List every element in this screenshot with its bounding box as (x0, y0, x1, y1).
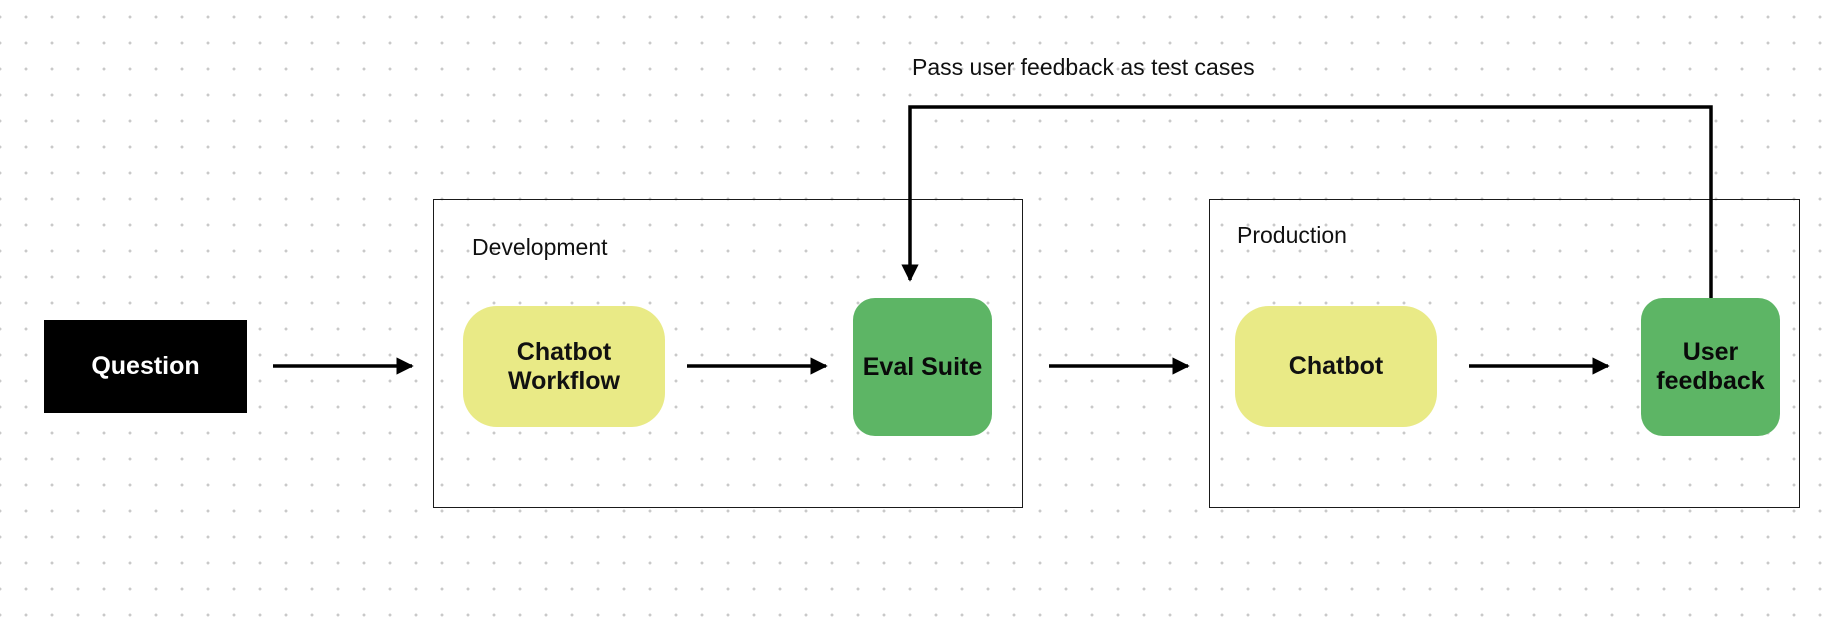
development-frame-label: Development (472, 234, 608, 260)
chatbot-workflow-node: Chatbot Workflow (463, 306, 665, 427)
user-feedback-node: User feedback (1641, 298, 1780, 436)
feedback-loop-label: Pass user feedback as test cases (912, 54, 1255, 80)
eval-suite-node: Eval Suite (853, 298, 992, 436)
development-frame: Development (433, 199, 1023, 508)
production-frame: Production (1209, 199, 1800, 508)
question-node: Question (44, 320, 247, 413)
chatbot-node: Chatbot (1235, 306, 1437, 427)
arrow-user-feedback-to-eval-suite (901, 105, 1713, 298)
production-frame-label: Production (1237, 222, 1347, 248)
